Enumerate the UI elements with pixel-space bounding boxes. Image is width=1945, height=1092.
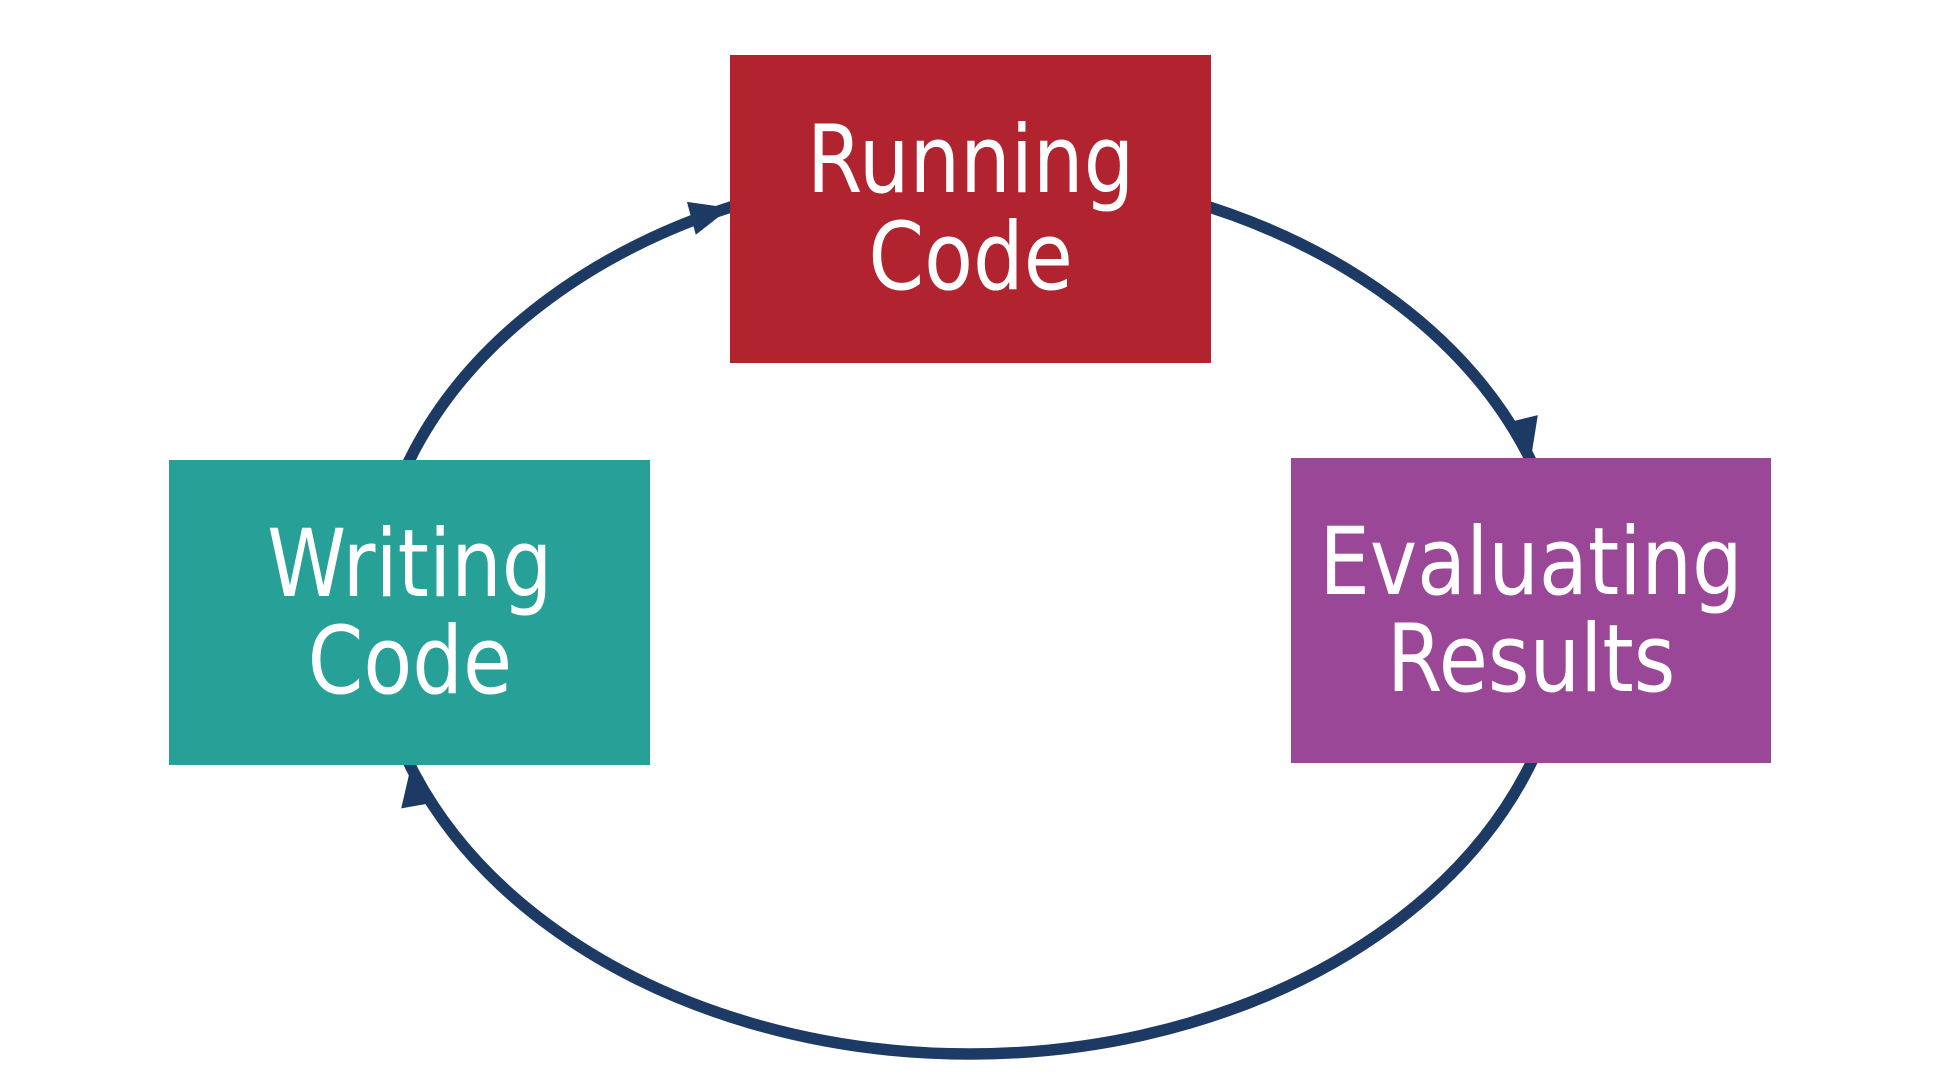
arrowhead-into-evaluating-results-icon (1504, 415, 1538, 458)
node-label-line: Evaluating (1319, 507, 1743, 617)
node-running-code-label: Running Code (807, 112, 1134, 306)
node-label-line: Code (868, 203, 1073, 312)
node-writing-code: Writing Code (169, 460, 650, 765)
node-evaluating-results-label: Evaluating Results (1319, 514, 1742, 708)
arrowhead-into-running-code-icon (686, 201, 730, 235)
node-label-line: Results (1386, 604, 1676, 714)
node-label-line: Writing (266, 509, 553, 619)
node-evaluating-results: Evaluating Results (1291, 458, 1771, 763)
node-running-code: Running Code (730, 55, 1211, 363)
node-label-line: Running (806, 106, 1135, 215)
node-label-line: Code (307, 606, 512, 716)
node-writing-code-label: Writing Code (267, 516, 552, 710)
arrowhead-into-writing-code-icon (401, 766, 435, 809)
